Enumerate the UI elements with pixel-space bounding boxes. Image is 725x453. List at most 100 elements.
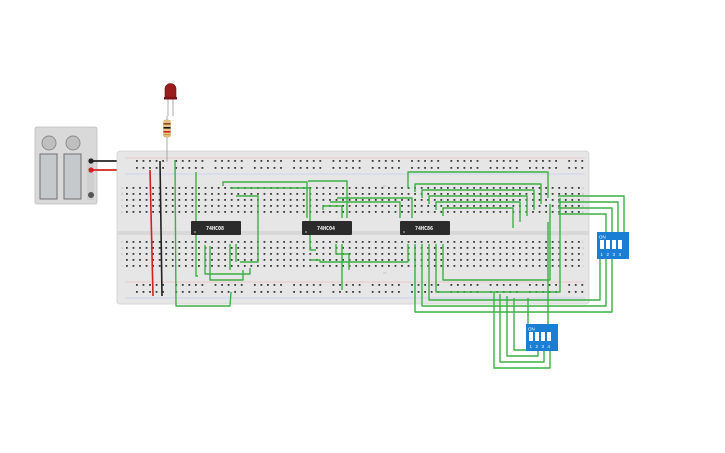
breadboard-hole[interactable] (296, 253, 299, 255)
breadboard-hole[interactable] (374, 253, 377, 255)
ic-chip-74hc86[interactable]: 74HC86 (400, 221, 450, 235)
breadboard-hole[interactable] (433, 265, 436, 267)
breadboard-hole[interactable] (486, 193, 489, 195)
breadboard-hole[interactable] (486, 205, 489, 207)
breadboard-hole[interactable] (371, 291, 374, 293)
breadboard-hole[interactable] (289, 247, 292, 249)
breadboard-hole[interactable] (145, 205, 148, 207)
breadboard-hole[interactable] (417, 167, 420, 169)
breadboard-hole[interactable] (496, 284, 499, 286)
breadboard-hole[interactable] (217, 247, 220, 249)
breadboard-hole[interactable] (571, 205, 574, 207)
breadboard-hole[interactable] (538, 205, 541, 207)
breadboard-hole[interactable] (253, 160, 256, 162)
breadboard-hole[interactable] (558, 247, 561, 249)
breadboard-hole[interactable] (267, 284, 269, 286)
breadboard-hole[interactable] (191, 205, 194, 207)
breadboard-hole[interactable] (250, 247, 253, 249)
breadboard-hole[interactable] (171, 211, 174, 213)
breadboard-hole[interactable] (126, 265, 128, 267)
breadboard-hole[interactable] (158, 241, 161, 243)
breadboard-hole[interactable] (374, 259, 377, 261)
breadboard-hole[interactable] (126, 211, 128, 213)
breadboard-hole[interactable] (479, 205, 482, 207)
breadboard-hole[interactable] (525, 187, 528, 189)
breadboard-hole[interactable] (335, 211, 338, 213)
breadboard-hole[interactable] (486, 241, 489, 243)
breadboard-hole[interactable] (329, 241, 331, 243)
breadboard-hole[interactable] (267, 167, 269, 169)
breadboard-hole[interactable] (175, 160, 178, 162)
breadboard-hole[interactable] (427, 199, 430, 201)
breadboard-hole[interactable] (139, 211, 141, 213)
breadboard-hole[interactable] (132, 187, 135, 189)
breadboard-hole[interactable] (515, 284, 518, 286)
breadboard-hole[interactable] (355, 199, 358, 201)
breadboard-hole[interactable] (512, 187, 515, 189)
breadboard-hole[interactable] (453, 265, 456, 267)
breadboard-hole[interactable] (558, 193, 561, 195)
breadboard-hole[interactable] (499, 187, 502, 189)
breadboard-hole[interactable] (407, 205, 410, 207)
breadboard-hole[interactable] (162, 167, 164, 169)
breadboard-hole[interactable] (420, 211, 423, 213)
breadboard-hole[interactable] (217, 259, 220, 261)
breadboard-hole[interactable] (548, 284, 551, 286)
dip-toggle[interactable] (600, 240, 604, 249)
breadboard-hole[interactable] (424, 160, 426, 162)
breadboard-hole[interactable] (355, 211, 358, 213)
breadboard-hole[interactable] (171, 199, 174, 201)
breadboard-hole[interactable] (152, 241, 154, 243)
breadboard-hole[interactable] (535, 284, 538, 286)
breadboard-hole[interactable] (407, 193, 410, 195)
breadboard-hole[interactable] (165, 187, 168, 189)
breadboard-hole[interactable] (361, 187, 364, 189)
breadboard-hole[interactable] (237, 259, 240, 261)
breadboard-hole[interactable] (545, 199, 547, 201)
breadboard-hole[interactable] (132, 259, 135, 261)
breadboard-hole[interactable] (545, 205, 547, 207)
breadboard-hole[interactable] (486, 199, 489, 201)
breadboard-hole[interactable] (414, 241, 416, 243)
breadboard-hole[interactable] (230, 193, 233, 195)
breadboard-hole[interactable] (470, 167, 472, 169)
breadboard-hole[interactable] (332, 160, 335, 162)
breadboard-hole[interactable] (276, 247, 279, 249)
breadboard-hole[interactable] (499, 211, 502, 213)
breadboard-hole[interactable] (538, 253, 541, 255)
breadboard-hole[interactable] (515, 167, 518, 169)
breadboard-hole[interactable] (184, 187, 187, 189)
breadboard-hole[interactable] (407, 211, 410, 213)
breadboard-hole[interactable] (492, 265, 495, 267)
breadboard-hole[interactable] (224, 193, 227, 195)
breadboard-hole[interactable] (577, 187, 580, 189)
breadboard-hole[interactable] (505, 193, 508, 195)
breadboard-hole[interactable] (394, 253, 397, 255)
breadboard-hole[interactable] (178, 265, 181, 267)
breadboard-hole[interactable] (542, 284, 544, 286)
breadboard-hole[interactable] (509, 160, 512, 162)
breadboard-hole[interactable] (221, 160, 223, 162)
breadboard-hole[interactable] (283, 211, 285, 213)
breadboard-hole[interactable] (234, 167, 237, 169)
breadboard-hole[interactable] (525, 259, 528, 261)
breadboard-hole[interactable] (411, 167, 413, 169)
breadboard-hole[interactable] (538, 241, 541, 243)
breadboard-hole[interactable] (532, 241, 534, 243)
breadboard-hole[interactable] (211, 211, 213, 213)
breadboard-hole[interactable] (545, 247, 547, 249)
breadboard-hole[interactable] (414, 205, 416, 207)
breadboard-hole[interactable] (460, 187, 462, 189)
breadboard-hole[interactable] (171, 265, 174, 267)
dip-switch-bottom[interactable]: ON 1 2 3 4 (526, 324, 558, 351)
breadboard-hole[interactable] (515, 160, 518, 162)
breadboard-hole[interactable] (214, 291, 217, 293)
breadboard-hole[interactable] (267, 291, 269, 293)
breadboard-hole[interactable] (564, 187, 567, 189)
breadboard-hole[interactable] (564, 265, 567, 267)
breadboard-hole[interactable] (417, 284, 420, 286)
breadboard-hole[interactable] (237, 247, 240, 249)
breadboard-hole[interactable] (194, 291, 197, 293)
breadboard-hole[interactable] (276, 193, 279, 195)
breadboard-hole[interactable] (204, 199, 207, 201)
